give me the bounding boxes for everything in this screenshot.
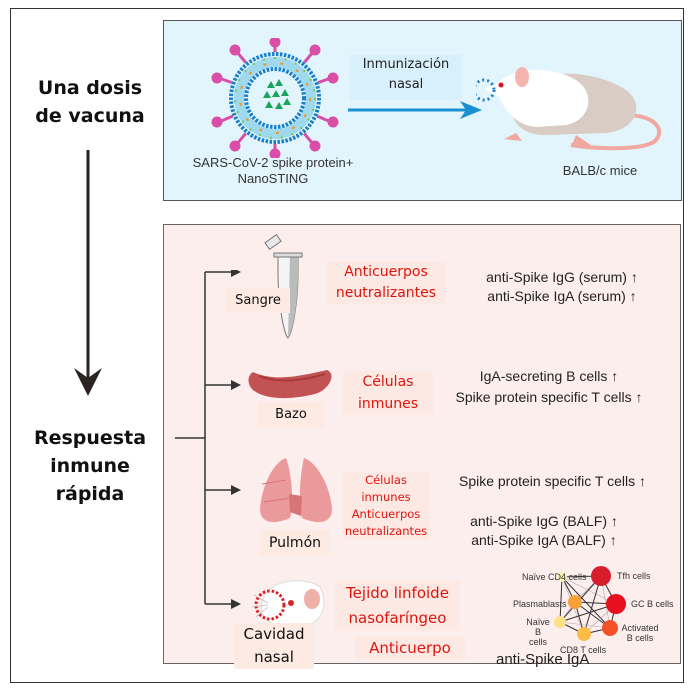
network-edge [561, 576, 617, 605]
result-item: anti-Spike IgA (serum) ↑ [487, 288, 637, 304]
result-item: Spike protein specific T cells ↑ [455, 389, 643, 405]
mouse-caption: BALB/c mice [562, 163, 638, 178]
category-line: Células [365, 473, 407, 487]
result-single: Spike protein specific T cells ↑ [458, 473, 646, 489]
network-node [568, 595, 582, 609]
mouse-icon [476, 67, 662, 151]
organ-label-nasal: Cavidad nasal [234, 623, 314, 669]
category-line: neutralizantes [335, 285, 437, 301]
category-line: neutralizantes [344, 524, 428, 538]
category-label: Anticuerpos neutralizantes [327, 262, 445, 304]
node-label: Naïve CD4 cells [522, 572, 587, 582]
category-label-antibody: Anticuerpo [355, 636, 465, 660]
node-label: GC B cells [631, 599, 674, 609]
branch-connector [175, 270, 241, 609]
network-node [591, 566, 611, 586]
category-label: Tejido linfoide nasofaríngeo [335, 581, 460, 631]
result-list: anti-Spike IgG (BALF) ↑ anti-Spike IgA (… [444, 512, 644, 550]
rapid-response-title: Respuesta inmune rápida [15, 424, 165, 508]
title-line: inmune [50, 455, 130, 477]
title-line: de vacuna [35, 105, 145, 127]
category-line: inmunes [357, 396, 419, 412]
result-list: IgA-secreting B cells ↑ Spike protein sp… [434, 366, 664, 408]
route-label-line: nasal [388, 77, 424, 92]
figure-frame [10, 8, 684, 683]
title-line: Respuesta [33, 427, 147, 449]
result-item: anti-Spike IgG (BALF) ↑ [470, 513, 618, 529]
network-node [602, 620, 618, 636]
network-node [606, 594, 626, 614]
organ-label-line: nasal [254, 648, 294, 666]
blood-tube-icon [264, 234, 303, 339]
node-label: Naïve B cells [526, 617, 550, 647]
result-list: anti-Spike IgG (serum) ↑ anti-Spike IgA … [462, 268, 662, 306]
category-line: nasofaríngeo [348, 609, 447, 627]
result-item: IgA-secreting B cells ↑ [479, 368, 619, 384]
organ-label-spleen: Bazo [258, 402, 324, 428]
arrow-head-icon [460, 101, 482, 119]
route-label: Inmunización nasal [350, 55, 462, 100]
network-edge [559, 621, 611, 629]
spleen-icon [248, 370, 332, 399]
network-node [577, 627, 591, 641]
result-item: anti-Spike IgA (BALF) ↑ [471, 532, 617, 548]
organ-label-line: Cavidad [243, 625, 305, 643]
category-line: inmunes [361, 490, 411, 504]
title-line: rápida [55, 483, 125, 505]
category-line: Anticuerpos [344, 264, 428, 280]
single-dose-title: Una dosis de vacuna [20, 74, 160, 130]
title-line: Una dosis [37, 77, 143, 99]
organ-label-lung: Pulmón [260, 530, 330, 556]
category-line: Tejido linfoide [346, 584, 449, 602]
node-label: Activated B cells [621, 623, 659, 643]
network-node [557, 572, 567, 582]
immunization-arrow [348, 101, 482, 119]
lung-icon [260, 458, 332, 523]
category-line: Anticuerpos [351, 507, 421, 521]
network-edge [559, 576, 563, 623]
network-edges [554, 566, 626, 641]
nanoparticle-icon [211, 38, 339, 158]
category-line: Células [362, 374, 414, 390]
node-label: Tfh cells [617, 571, 651, 581]
result-single: anti-Spike IgA [496, 651, 590, 668]
category-label: Células inmunes [343, 371, 433, 415]
network-node [554, 616, 566, 628]
caption-line: SARS-CoV-2 spike protein+ [192, 155, 354, 170]
route-label-line: Inmunización [362, 57, 450, 72]
node-label: CD8 T cells [560, 645, 607, 655]
caption-line: NanoSTING [237, 171, 309, 186]
category-label: Células inmunes Anticuerpos neutralizant… [343, 472, 429, 540]
organ-label-blood: Sangre [226, 288, 290, 313]
network-edge [583, 575, 602, 635]
time-arrow [74, 150, 102, 396]
result-item: anti-Spike IgG (serum) ↑ [486, 269, 638, 285]
cell-network: Naïve CD4 cells Tfh cells Plasmablasts G… [510, 562, 685, 655]
arrow-head-icon [74, 368, 102, 396]
vaccine-caption: SARS-CoV-2 spike protein+ NanoSTING [168, 155, 378, 187]
node-label: Plasmablasts [513, 599, 567, 609]
nasal-cavity-icon [251, 580, 325, 626]
